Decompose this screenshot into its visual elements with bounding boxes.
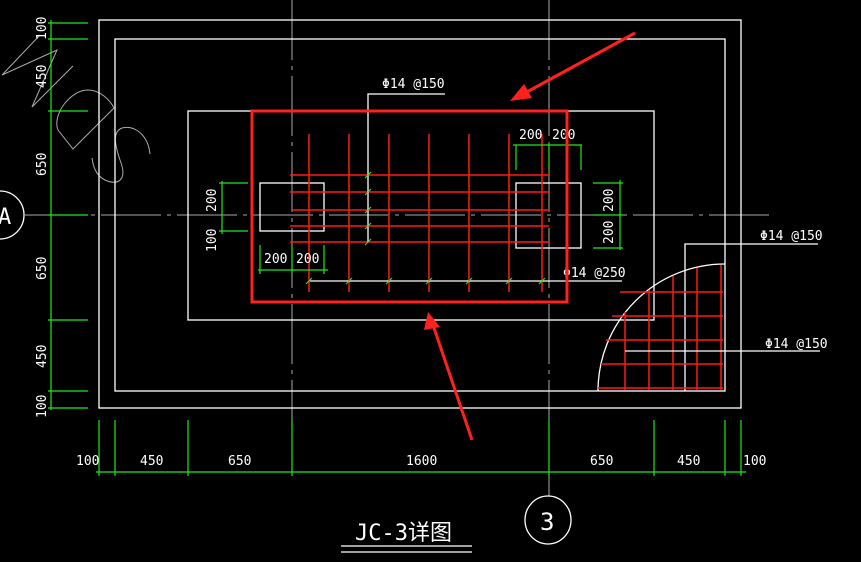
dim-left-h2: 200 <box>296 252 319 267</box>
dim-bottom-3: 1600 <box>406 454 437 469</box>
dim-left-3: 650 <box>35 257 50 280</box>
dim-left-5: 100 <box>35 395 50 418</box>
freehand-sketch <box>1 34 151 183</box>
dim-right-v1: 200 <box>602 189 617 212</box>
dim-right-h1: 200 <box>519 128 542 143</box>
arrow-icon <box>510 31 636 101</box>
left-dimension-chain <box>48 20 88 410</box>
dim-right-h2: 200 <box>552 128 575 143</box>
dim-left-v2: 100 <box>205 229 220 252</box>
section-rebar-top-label: Φ14 @150 <box>760 229 823 244</box>
dim-right-v2: 200 <box>602 221 617 244</box>
dim-bottom-5: 450 <box>677 454 700 469</box>
dim-bottom-6: 100 <box>743 454 766 469</box>
dim-left-1: 450 <box>35 65 50 88</box>
dim-left-h1: 200 <box>264 252 287 267</box>
dim-bottom-4: 650 <box>590 454 613 469</box>
arrow-icon <box>424 312 474 441</box>
highlight-box <box>250 109 569 304</box>
column-right <box>515 182 582 249</box>
top-rebar-label: Φ14 @150 <box>382 77 445 92</box>
dim-bottom-1: 450 <box>140 454 163 469</box>
axis-label-3: 3 <box>540 508 554 536</box>
dim-left-0: 100 <box>35 17 50 40</box>
dim-bottom-0: 100 <box>76 454 99 469</box>
axis-bubble-3 <box>524 495 572 545</box>
section-rebar-bottom-label: Φ14 @150 <box>765 337 828 352</box>
dim-bottom-2: 650 <box>228 454 251 469</box>
dim-left-4: 450 <box>35 345 50 368</box>
section-cutaway <box>597 243 820 392</box>
axis-bubble-a <box>0 190 25 240</box>
rebar-leader-top <box>364 93 445 246</box>
bottom-dimension-chain <box>96 420 746 476</box>
column-dims <box>219 144 623 274</box>
bottom-rebar-label: Φ14 @250 <box>563 266 626 281</box>
footing-outline <box>98 19 742 409</box>
footing-inner-outline <box>114 38 726 392</box>
drawing-title: JC-3详图 <box>355 521 452 546</box>
axis-label-a: A <box>0 205 11 230</box>
rebar-grid <box>290 134 549 292</box>
rebar-leader-bottom <box>305 277 622 285</box>
column-left <box>259 182 325 232</box>
axis-lines <box>25 0 775 496</box>
dim-left-v1: 200 <box>205 189 220 212</box>
dim-left-2: 650 <box>35 153 50 176</box>
